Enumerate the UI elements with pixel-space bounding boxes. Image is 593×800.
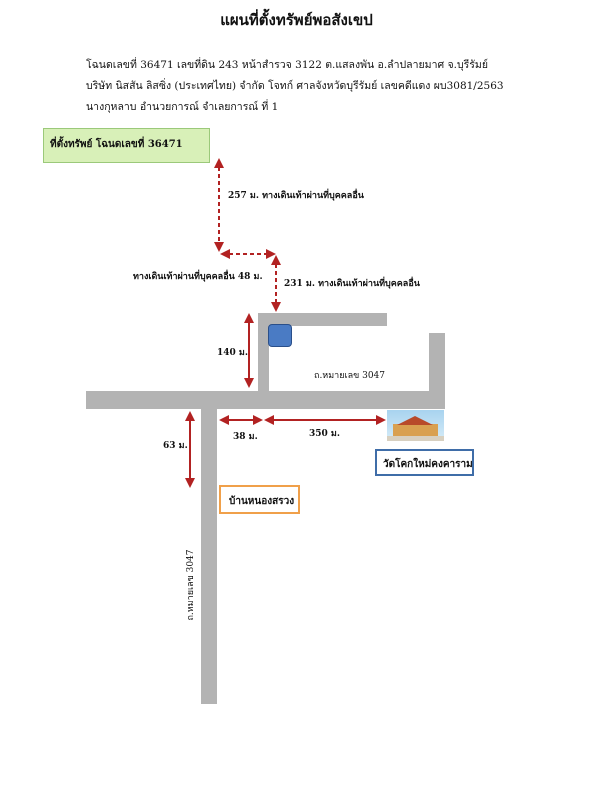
case-info-line: บริษัท นิสสัน ลิสซิ่ง (ประเทศไทย) จำกัด …	[86, 80, 504, 92]
temple-label: วัดโคกใหม่คงคาราม	[383, 459, 473, 470]
side-road-left	[258, 326, 269, 391]
temple-image	[387, 410, 444, 441]
property-location-label: ที่ตั้งทรัพย์ โฉนดเลขที่ 36471	[50, 139, 183, 150]
distance-label-350: 350 ม.	[309, 429, 340, 439]
property-location-box: ที่ตั้งทรัพย์ โฉนดเลขที่ 36471	[43, 128, 210, 163]
main-road-horizontal	[86, 391, 445, 409]
village-label: บ้านหนองสรวง	[229, 496, 295, 507]
distance-label-38: 38 ม.	[233, 432, 258, 442]
deed-info-line: โฉนดเลขที่ 36471 เลขที่ดิน 243 หน้าสำรวจ…	[86, 59, 488, 71]
temple-box: วัดโคกใหม่คงคาราม	[375, 449, 474, 476]
distance-label-231: 231 ม. ทางเดินเท้าผ่านที่บุคคลอื่น	[284, 279, 420, 289]
defendant-info-line: นางกุหลาบ อำนวยการณ์ จำเลยการณ์ ที่ 1	[86, 101, 279, 113]
road-vertical-3047	[201, 409, 217, 704]
side-road-right	[429, 333, 445, 391]
road-label-horizontal: ถ.หมายเลข 3047	[314, 371, 386, 381]
village-box: บ้านหนองสรวง	[219, 485, 300, 514]
page-title: แผนที่ตั้งทรัพย์พอสังเขป	[220, 11, 373, 29]
distance-label-63: 63 ม.	[163, 441, 188, 451]
distance-label-257: 257 ม. ทางเดินเท้าผ่านที่บุคคลอื่น	[228, 191, 364, 201]
road-label-vertical: ถ.หมายเลข 3047	[186, 549, 196, 621]
distance-label-140: 140 ม.	[217, 348, 248, 358]
distance-label-48: ทางเดินเท้าผ่านที่บุคคลอื่น 48 ม.	[133, 272, 263, 282]
side-road-top	[258, 313, 387, 326]
property-marker	[268, 324, 292, 347]
